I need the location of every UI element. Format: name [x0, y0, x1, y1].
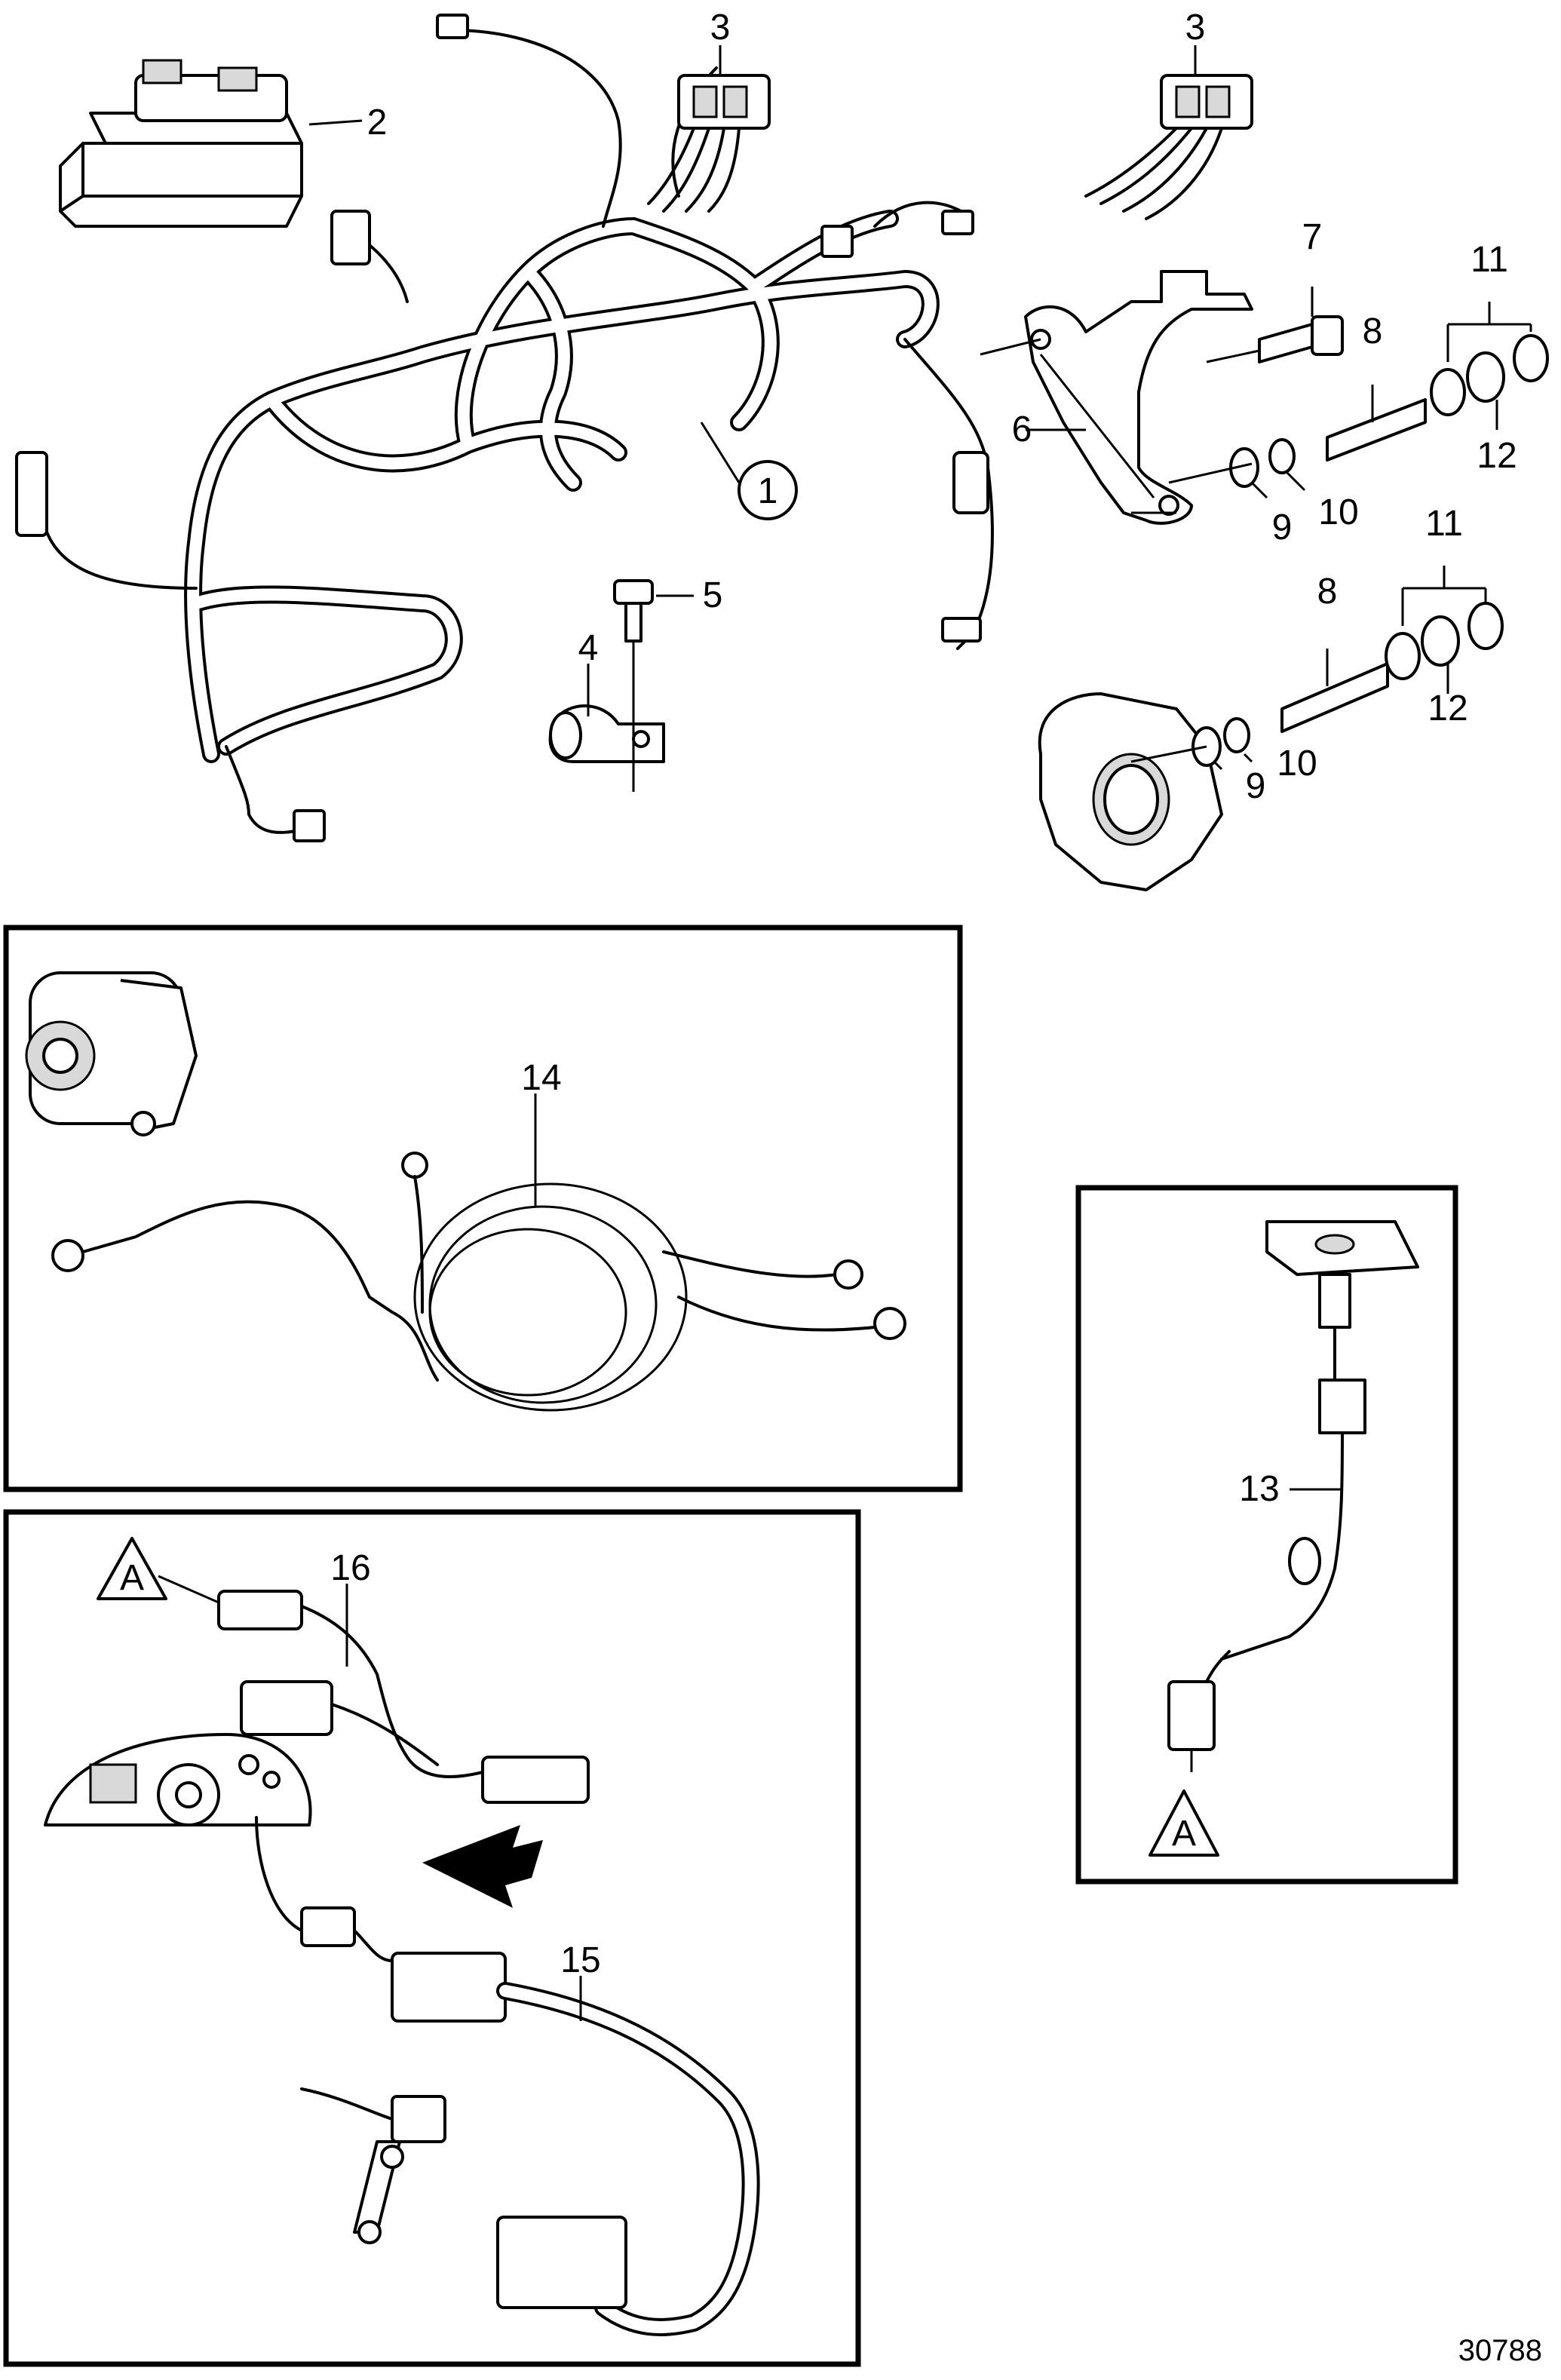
callout-5: 5	[703, 575, 723, 615]
dashboard-panel	[44, 1733, 312, 1826]
cable-clamp	[548, 626, 665, 792]
harness-connector	[941, 210, 974, 235]
extension-cable-16	[158, 1575, 590, 1804]
extension-cable-panel	[3, 1509, 861, 2367]
drawing-number: 30788	[1458, 2334, 1542, 2367]
harness-branch-wire	[225, 745, 303, 834]
harness-branch-wire	[29, 466, 198, 590]
stud-assembly-lower	[1130, 566, 1504, 771]
callout-9: 9	[1272, 508, 1293, 547]
callout-6: 6	[1012, 409, 1032, 449]
callout-8: 8	[1363, 311, 1383, 351]
harness-connector	[293, 809, 326, 842]
callout-12: 12	[1477, 436, 1517, 476]
mounting-bracket	[980, 270, 1253, 525]
harness-connector	[952, 451, 989, 514]
alternator	[25, 971, 198, 1136]
callout-10: 10	[1277, 744, 1317, 784]
callout-7: 7	[1302, 217, 1323, 257]
harness-connector	[330, 210, 371, 265]
callout-4: 4	[578, 628, 599, 668]
sensor-cable-panel	[1075, 1185, 1458, 1885]
reference-marker-a-bottom: A	[1149, 1790, 1219, 1857]
harness-connector-3-alt	[1084, 45, 1253, 220]
fuse-box	[59, 59, 363, 228]
callout-10: 10	[1318, 492, 1358, 532]
extension-cable-15	[255, 1816, 760, 2336]
callout-2: 2	[367, 103, 388, 143]
bolt-7	[1206, 287, 1344, 363]
callout-8: 8	[1317, 572, 1338, 612]
callout-11: 11	[1425, 504, 1463, 544]
wiring-harness-inner	[187, 213, 937, 760]
bolt-5	[613, 579, 694, 643]
callout-3: 3	[1185, 8, 1206, 48]
reference-marker-label: A	[120, 1558, 144, 1598]
callout-14: 14	[521, 1058, 561, 1098]
callout-1: 1	[758, 471, 778, 511]
reference-marker-label: A	[1172, 1814, 1196, 1854]
alternator-cable	[51, 1093, 906, 1412]
callout-labels: 1 2 3 3 4 5 6 7 8 8 9 9 10 10 11 11 12 1…	[330, 8, 1517, 1980]
callout-16: 16	[330, 1548, 370, 1588]
main-harness-group	[15, 14, 994, 842]
flywheel-housing	[1038, 692, 1223, 891]
callout-13: 13	[1239, 1469, 1279, 1509]
reference-marker-a-top: A	[97, 1537, 167, 1600]
stud-assembly-upper	[1168, 302, 1549, 499]
callout-9: 9	[1246, 766, 1266, 806]
harness-connector	[436, 14, 469, 39]
alternator-cable-panel	[3, 925, 963, 1492]
callout-12: 12	[1428, 689, 1467, 728]
harness-connector-3	[647, 45, 771, 213]
sensor-cable	[1167, 1220, 1419, 1772]
harness-connector	[820, 225, 854, 258]
harness-connector	[15, 451, 48, 537]
harness-branch-wire	[451, 29, 622, 228]
callout-11: 11	[1471, 240, 1508, 280]
harness-connector	[941, 617, 982, 643]
callout-15: 15	[560, 1940, 600, 1980]
direction-arrow	[422, 1825, 543, 1908]
callout-3: 3	[710, 8, 731, 48]
wiring-harness	[184, 210, 940, 763]
